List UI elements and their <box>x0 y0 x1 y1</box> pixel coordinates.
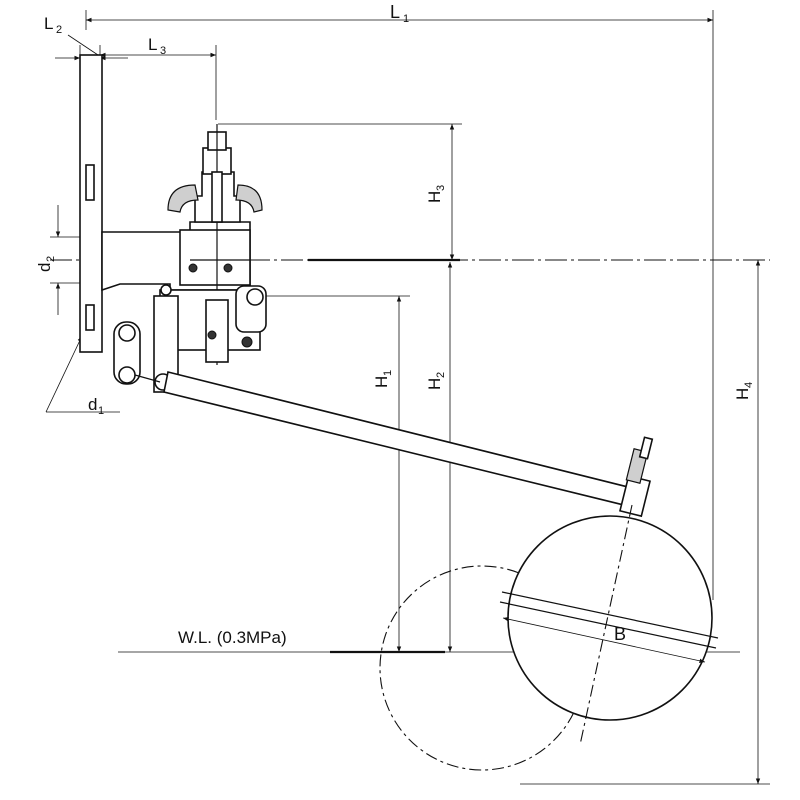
label-l1-sub: 1 <box>403 13 409 25</box>
label-d1: d <box>88 395 97 414</box>
label-l3: L <box>148 35 157 54</box>
float-arm <box>163 371 641 509</box>
label-h1-sub: 1 <box>382 370 394 376</box>
label-h2-sub: 2 <box>435 372 447 378</box>
label-water-level: W.L. (0.3MPa) <box>178 628 287 647</box>
label-h3: H <box>425 191 444 203</box>
label-l1: L <box>390 2 400 22</box>
label-h4-sub: 4 <box>743 382 755 388</box>
arm-connector <box>619 436 654 518</box>
label-l2: L <box>44 14 53 33</box>
bonnet <box>167 124 263 365</box>
dimension-l3: L 3 <box>100 35 217 120</box>
valve-body <box>101 221 251 292</box>
label-d1-sub: 1 <box>98 405 104 417</box>
dimension-h4: H 4 <box>520 260 770 785</box>
dimension-b: B <box>502 617 706 663</box>
dimension-h3: H 3 <box>218 123 462 260</box>
label-h3-sub: 3 <box>435 185 447 191</box>
flange <box>79 54 103 353</box>
label-h4: H <box>733 388 752 400</box>
label-l2-sub: 2 <box>56 24 62 36</box>
label-d2-sub: 2 <box>45 256 57 262</box>
label-l3-sub: 3 <box>160 45 166 57</box>
label-d2: d <box>35 263 54 272</box>
float-ball <box>507 515 713 721</box>
water-level-line: W.L. (0.3MPa) <box>118 628 740 654</box>
dimension-h1: H 1 <box>262 295 410 652</box>
label-h2: H <box>425 378 444 390</box>
label-h1: H <box>372 376 391 388</box>
label-b: B <box>614 624 626 644</box>
dimension-l1: L 1 <box>85 2 714 600</box>
dimension-d1: d 1 <box>45 335 120 417</box>
